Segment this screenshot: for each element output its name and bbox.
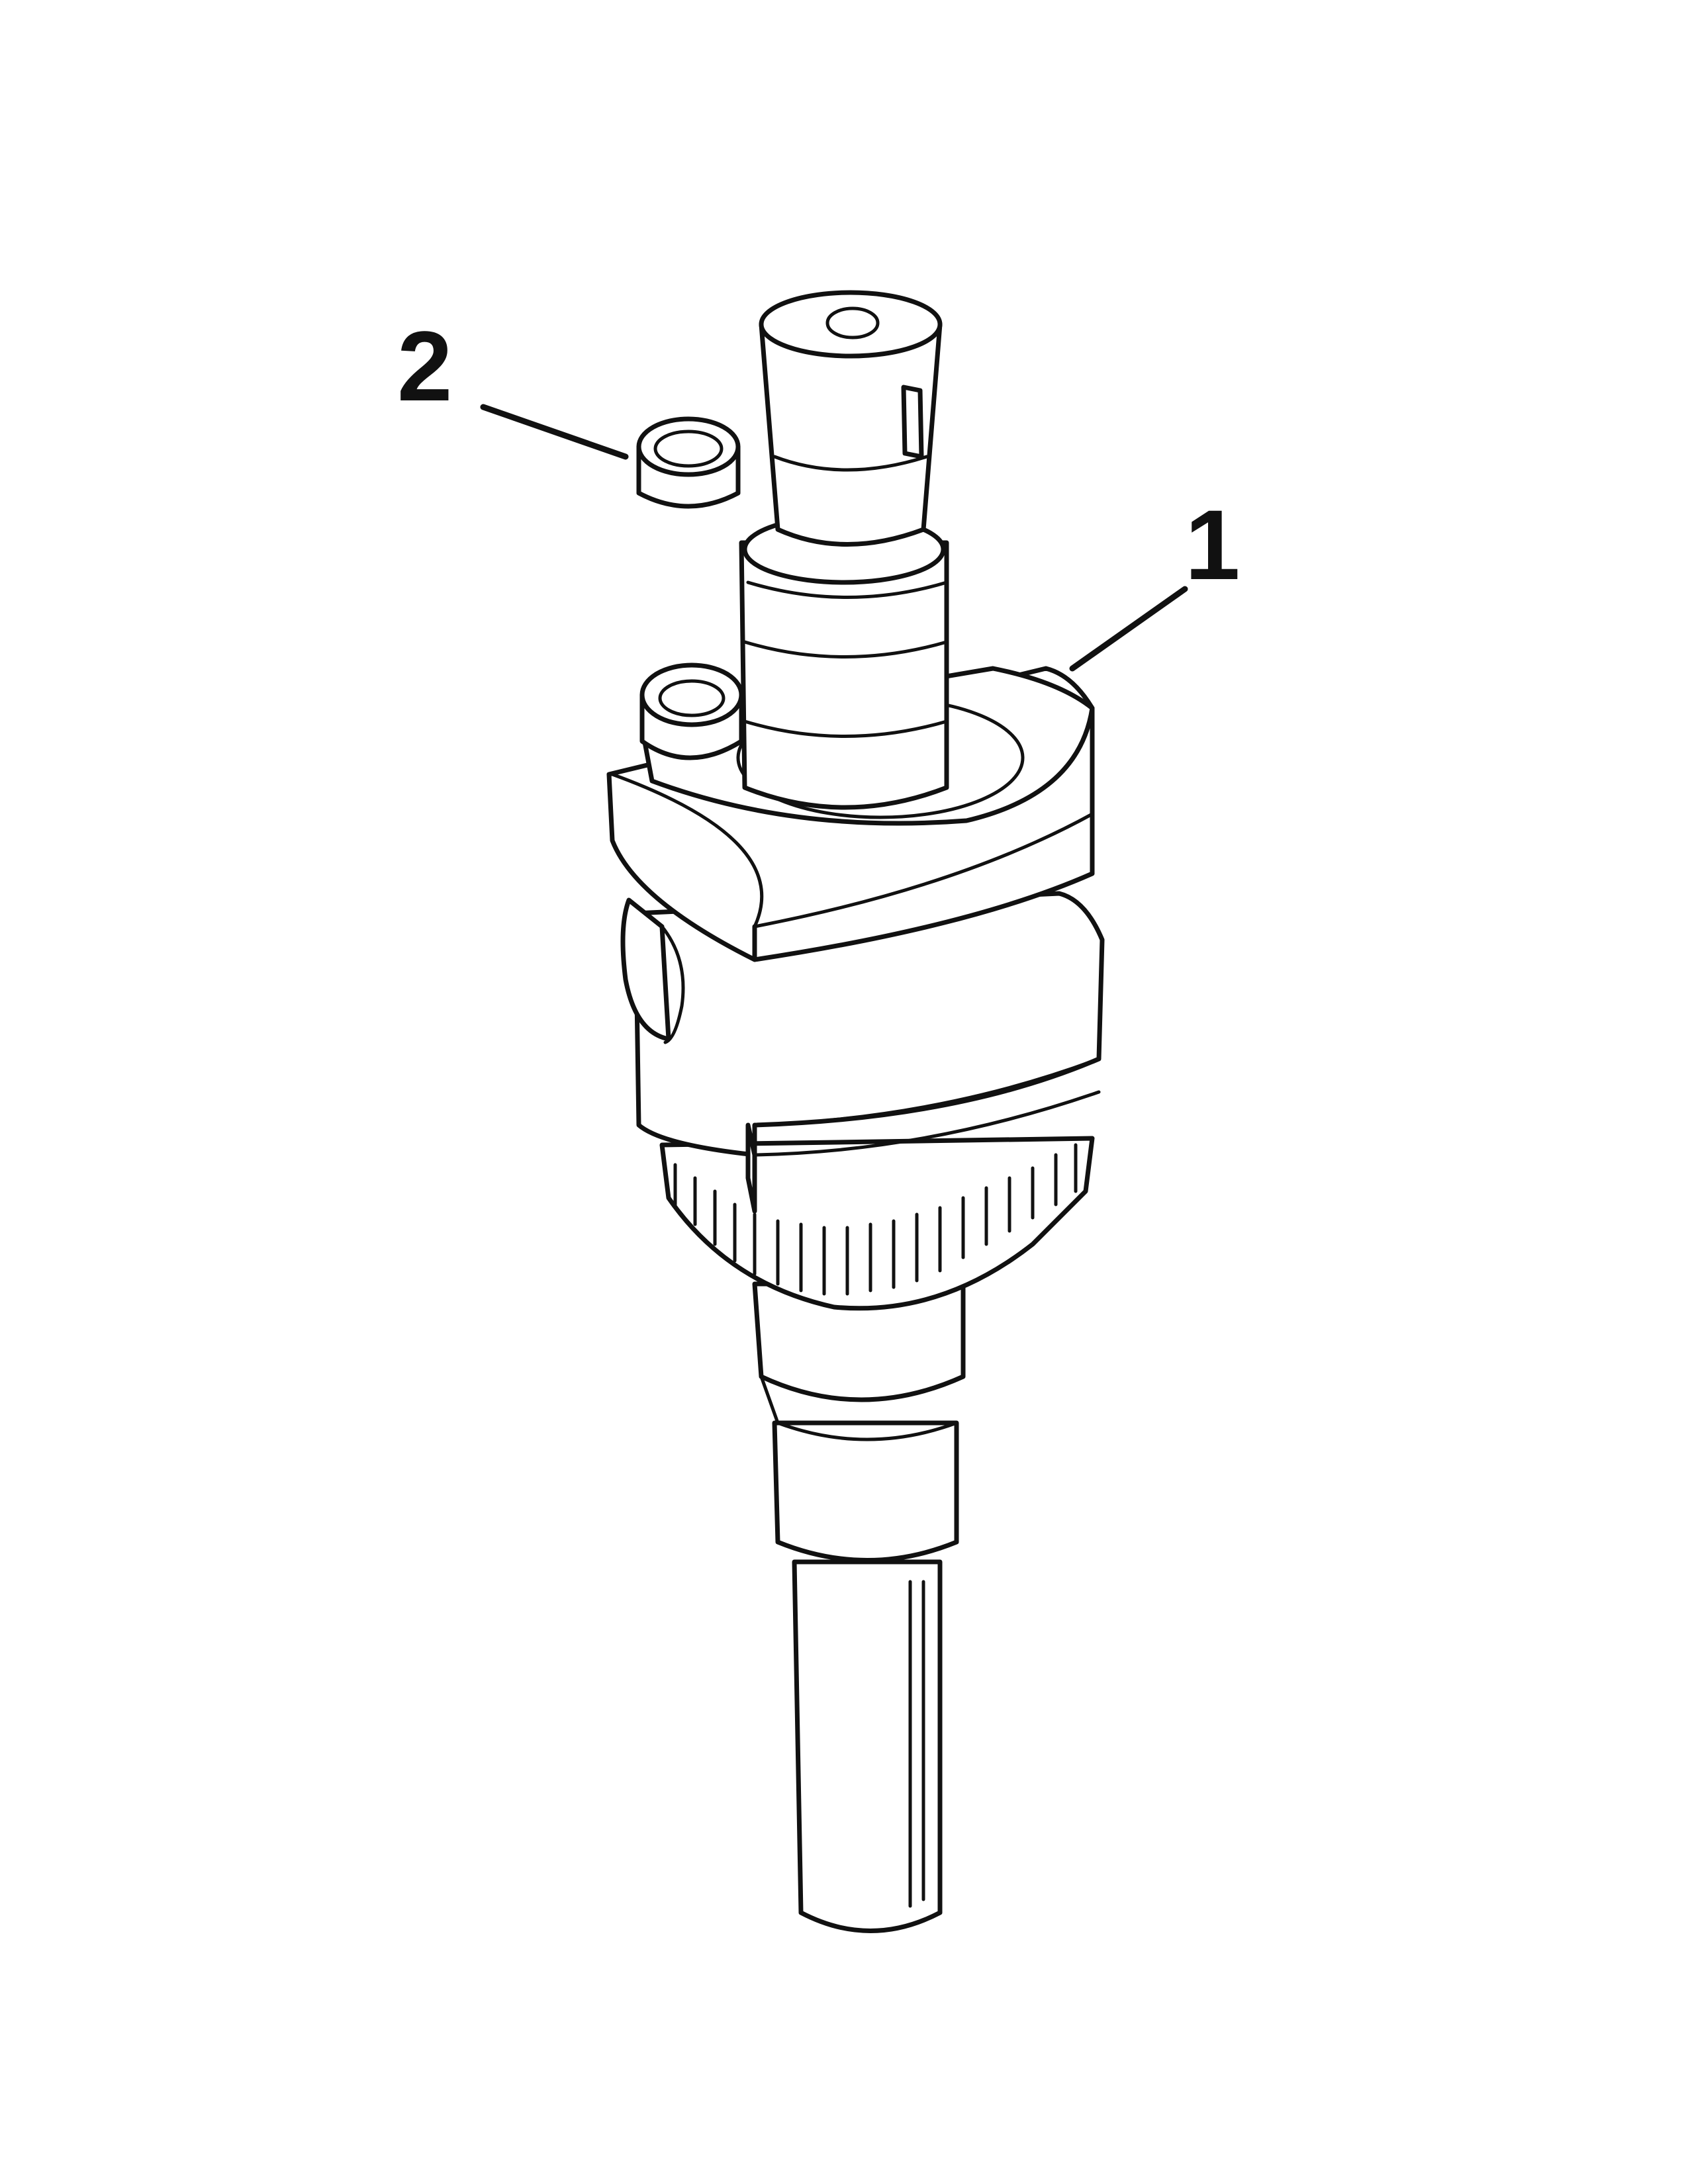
- callout-2-leader-line: [480, 404, 629, 460]
- callout-2-number: 2: [397, 310, 452, 422]
- callout-1: 1: [1069, 489, 1240, 672]
- crankshaft-part: [606, 290, 1105, 1933]
- bushing-part: [636, 416, 741, 509]
- callout-1-number: 1: [1185, 489, 1240, 600]
- callout-1-leader-line: [1069, 586, 1188, 672]
- callout-2: 2: [397, 310, 629, 460]
